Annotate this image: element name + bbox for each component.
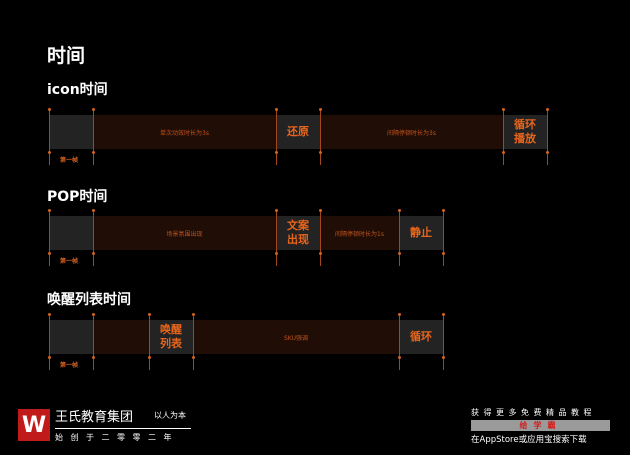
promo-line-3: 在AppStore或应用宝搜索下载 — [471, 435, 587, 445]
tick-marker — [442, 313, 445, 316]
tick-marker — [398, 252, 401, 255]
timeline-segment: 间隔停顿时长为3s — [320, 115, 503, 149]
tick-marker — [442, 252, 445, 255]
timeline-tick — [443, 313, 444, 370]
timeline-tick — [399, 209, 400, 266]
promo-app-name: 给学霸 — [471, 420, 610, 431]
tick-marker — [48, 209, 51, 212]
tick-marker — [92, 108, 95, 111]
timeline-segment: 唤醒 列表 — [149, 320, 193, 354]
tick-marker — [398, 209, 401, 212]
tick-marker — [442, 356, 445, 359]
timeline-tick — [49, 108, 50, 165]
timeline-tick — [93, 108, 94, 165]
timeline-tick — [443, 209, 444, 266]
timeline-tick — [49, 209, 50, 266]
row-heading: 唤醒列表时间 — [47, 292, 131, 308]
tick-marker — [442, 209, 445, 212]
timeline-tick — [320, 209, 321, 266]
tick-marker — [319, 209, 322, 212]
brand-since: 始创于二零零二年 — [55, 433, 179, 442]
tick-marker — [48, 252, 51, 255]
timeline-tick — [149, 313, 150, 370]
timeline-tick — [547, 108, 548, 165]
timeline-tick — [193, 313, 194, 370]
brand-name: 王氏教育集团 — [55, 410, 134, 425]
tick-marker — [502, 151, 505, 154]
tick-marker — [48, 356, 51, 359]
first-frame-label: 第一帧 — [60, 362, 79, 369]
tick-marker — [502, 108, 505, 111]
timeline-segment: 静止 — [399, 216, 443, 250]
timeline-segment — [93, 320, 149, 354]
timeline-segment — [49, 320, 93, 354]
tick-marker — [275, 108, 278, 111]
tick-marker — [319, 252, 322, 255]
tick-marker — [148, 313, 151, 316]
first-frame-label: 第一帧 — [60, 157, 79, 164]
promo-line-1: 获得更多免费精品教程 — [471, 408, 596, 417]
timeline-tick — [503, 108, 504, 165]
row-heading: icon时间 — [47, 82, 108, 98]
timeline-segment: 文案 出现 — [276, 216, 320, 250]
timeline-segment — [49, 216, 93, 250]
timeline-tick — [276, 209, 277, 266]
tick-marker — [275, 252, 278, 255]
tick-marker — [92, 356, 95, 359]
timeline-tick — [49, 313, 50, 370]
timeline-tick — [320, 108, 321, 165]
tick-marker — [275, 151, 278, 154]
tick-marker — [92, 151, 95, 154]
tick-marker — [319, 151, 322, 154]
timeline-tick — [276, 108, 277, 165]
divider — [55, 428, 191, 429]
tick-marker — [92, 313, 95, 316]
tick-marker — [546, 108, 549, 111]
timeline-segment: 单次动效时长为3s — [93, 115, 276, 149]
timeline-tick — [93, 209, 94, 266]
tick-marker — [148, 356, 151, 359]
wangshi-logo: W — [18, 409, 50, 441]
timeline-segment: 循环 播放 — [503, 115, 547, 149]
tick-marker — [398, 356, 401, 359]
tick-marker — [192, 356, 195, 359]
row-heading: POP时间 — [47, 189, 108, 205]
tick-marker — [92, 252, 95, 255]
tick-marker — [48, 108, 51, 111]
timeline-segment: 循环 — [399, 320, 443, 354]
timeline-tick — [93, 313, 94, 370]
tick-marker — [546, 151, 549, 154]
tick-marker — [398, 313, 401, 316]
timeline-tick — [399, 313, 400, 370]
brand-motto: 以人为本 — [154, 411, 186, 420]
timeline-segment: 还原 — [276, 115, 320, 149]
tick-marker — [92, 209, 95, 212]
first-frame-label: 第一帧 — [60, 258, 79, 265]
tick-marker — [48, 313, 51, 316]
tick-marker — [275, 209, 278, 212]
tick-marker — [48, 151, 51, 154]
timeline-segment: 间隔停顿时长为1s — [320, 216, 399, 250]
timeline-segment: SKU强调 — [193, 320, 399, 354]
tick-marker — [319, 108, 322, 111]
timeline-segment — [49, 115, 93, 149]
tick-marker — [192, 313, 195, 316]
timeline-segment: 场景氛围出现 — [93, 216, 276, 250]
page-title: 时间 — [47, 45, 86, 67]
